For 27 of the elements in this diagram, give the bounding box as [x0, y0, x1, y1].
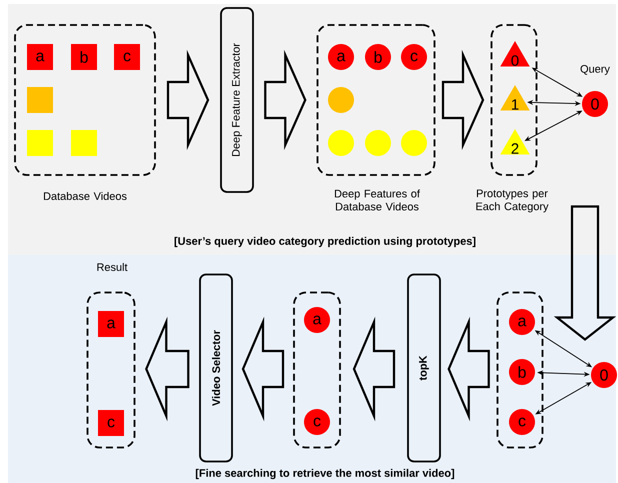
square-marker — [27, 87, 53, 113]
block-arrow — [352, 316, 396, 422]
group-label: Database Videos — [44, 192, 127, 200]
section-caption: [User’s query video category prediction using prototypes] — [174, 236, 476, 248]
group-label: Result — [97, 262, 128, 272]
process-box: Video Selector — [199, 274, 233, 462]
block-arrow — [442, 50, 484, 150]
circle-marker — [328, 87, 354, 113]
group-label: Deep Features of Database Videos — [334, 190, 420, 210]
dashed-group — [496, 292, 544, 448]
process-box: topK — [407, 274, 441, 462]
block-arrow — [145, 316, 190, 422]
block-arrow — [448, 316, 490, 422]
block-arrow — [554, 205, 616, 341]
circle-marker — [401, 130, 427, 156]
block-arrow — [166, 50, 210, 150]
block-arrow — [242, 316, 284, 422]
circle-marker — [365, 130, 391, 156]
section-caption: [Fine searching to retrieve the most similar video] — [196, 468, 454, 480]
block-arrow — [264, 50, 306, 150]
circle-marker — [328, 130, 354, 156]
query-label: Query — [580, 65, 610, 75]
square-marker — [27, 130, 53, 156]
group-label: Prototypes per Each Category — [476, 190, 548, 212]
dashed-group — [293, 292, 341, 448]
process-box: Deep Feature Extractor — [220, 7, 254, 193]
square-marker — [71, 130, 97, 156]
